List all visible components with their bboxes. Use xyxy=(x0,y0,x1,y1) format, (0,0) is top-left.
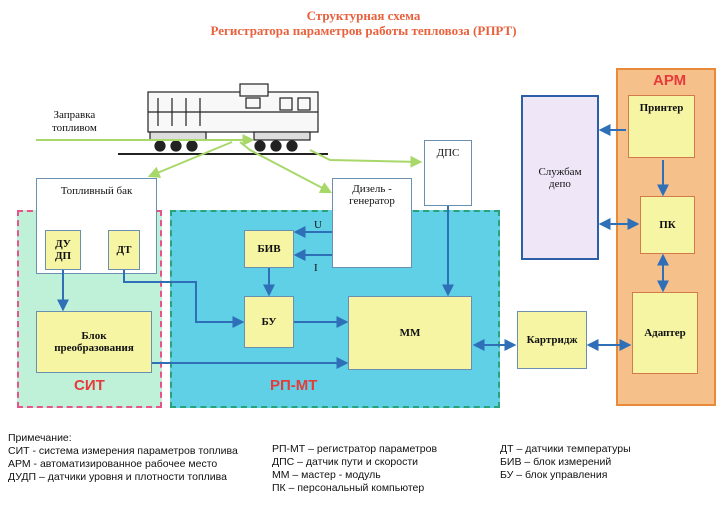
diagram-subtitle: Регистратора параметров работы тепловоза… xyxy=(210,23,517,38)
diagram-title: Структурная схема xyxy=(306,8,421,23)
note-line: БУ – блок управления xyxy=(500,469,608,481)
rpmt-region-label: РП-МТ xyxy=(270,377,318,394)
diesel-generator-block: Дизель - генератор xyxy=(332,178,412,268)
note-line: ДУДП – датчики уровня и плотности топлив… xyxy=(8,471,227,483)
notes-column-3: ДТ – датчики температуры БИВ – блок изме… xyxy=(500,443,631,482)
blue-arrows xyxy=(57,124,669,369)
biv-label: БИВ xyxy=(257,243,281,255)
dt-block: ДТ xyxy=(108,230,140,270)
sit-region-label: СИТ xyxy=(74,377,105,394)
dps-block: ДПС xyxy=(424,140,472,206)
dps-label: ДПС xyxy=(436,147,460,159)
u-signal-label: U xyxy=(314,219,322,231)
fuel-tank-box: Топливный бак xyxy=(36,178,157,274)
i-signal-label: I xyxy=(314,262,318,274)
mm-block: ММ xyxy=(348,296,472,370)
conversion-block: Блок преобразования xyxy=(36,311,152,373)
printer-block: Принтер xyxy=(628,95,695,158)
fuel-tank-label: Топливный бак xyxy=(60,185,133,197)
note-line: СИТ - система измерения параметров топли… xyxy=(8,445,238,457)
conversion-label: Блок преобразования xyxy=(54,330,134,354)
mm-label: ММ xyxy=(399,327,421,339)
printer-label: Принтер xyxy=(639,102,684,114)
green-links xyxy=(36,134,423,194)
bu-block: БУ xyxy=(244,296,294,348)
dudp-label: ДУ ДП xyxy=(54,238,72,262)
bu-label: БУ xyxy=(261,316,277,328)
notes-column-2: РП-МТ – регистратор параметров ДПС – дат… xyxy=(272,443,437,495)
pk-label: ПК xyxy=(659,219,676,231)
fuel-fill-label: Заправка топливом xyxy=(52,109,97,134)
cartridge-block: Картридж xyxy=(517,311,587,369)
arm-region-label: АРМ xyxy=(653,72,687,89)
notes-column-1: Примечание: СИТ - система измерения пара… xyxy=(8,432,238,484)
pk-block: ПК xyxy=(640,196,695,254)
diesel-generator-label: Дизель - генератор xyxy=(349,183,395,207)
dt-label: ДТ xyxy=(116,244,132,256)
depot-block: Службам депо xyxy=(521,95,599,260)
adapter-label: Адаптер xyxy=(644,327,686,339)
depot-label: Службам депо xyxy=(538,165,582,190)
biv-block: БИВ xyxy=(244,230,294,268)
cartridge-label: Картридж xyxy=(526,334,578,346)
note-line: РП-МТ – регистратор параметров xyxy=(272,443,438,455)
note-line: Примечание: xyxy=(8,432,72,444)
note-line: ММ – мастер - модуль xyxy=(272,469,381,481)
note-line: ПК – персональный компьютер xyxy=(272,482,425,494)
note-line: ДПС – датчик пути и скорости xyxy=(272,456,419,468)
note-line: ДТ – датчики температуры xyxy=(500,443,631,455)
note-line: БИВ – блок измерений xyxy=(500,456,612,468)
dudp-block: ДУ ДП xyxy=(45,230,81,270)
locomotive-icon xyxy=(118,83,328,155)
note-line: АРМ - автоматизированное рабочее место xyxy=(8,458,218,470)
adapter-block: Адаптер xyxy=(632,292,698,374)
